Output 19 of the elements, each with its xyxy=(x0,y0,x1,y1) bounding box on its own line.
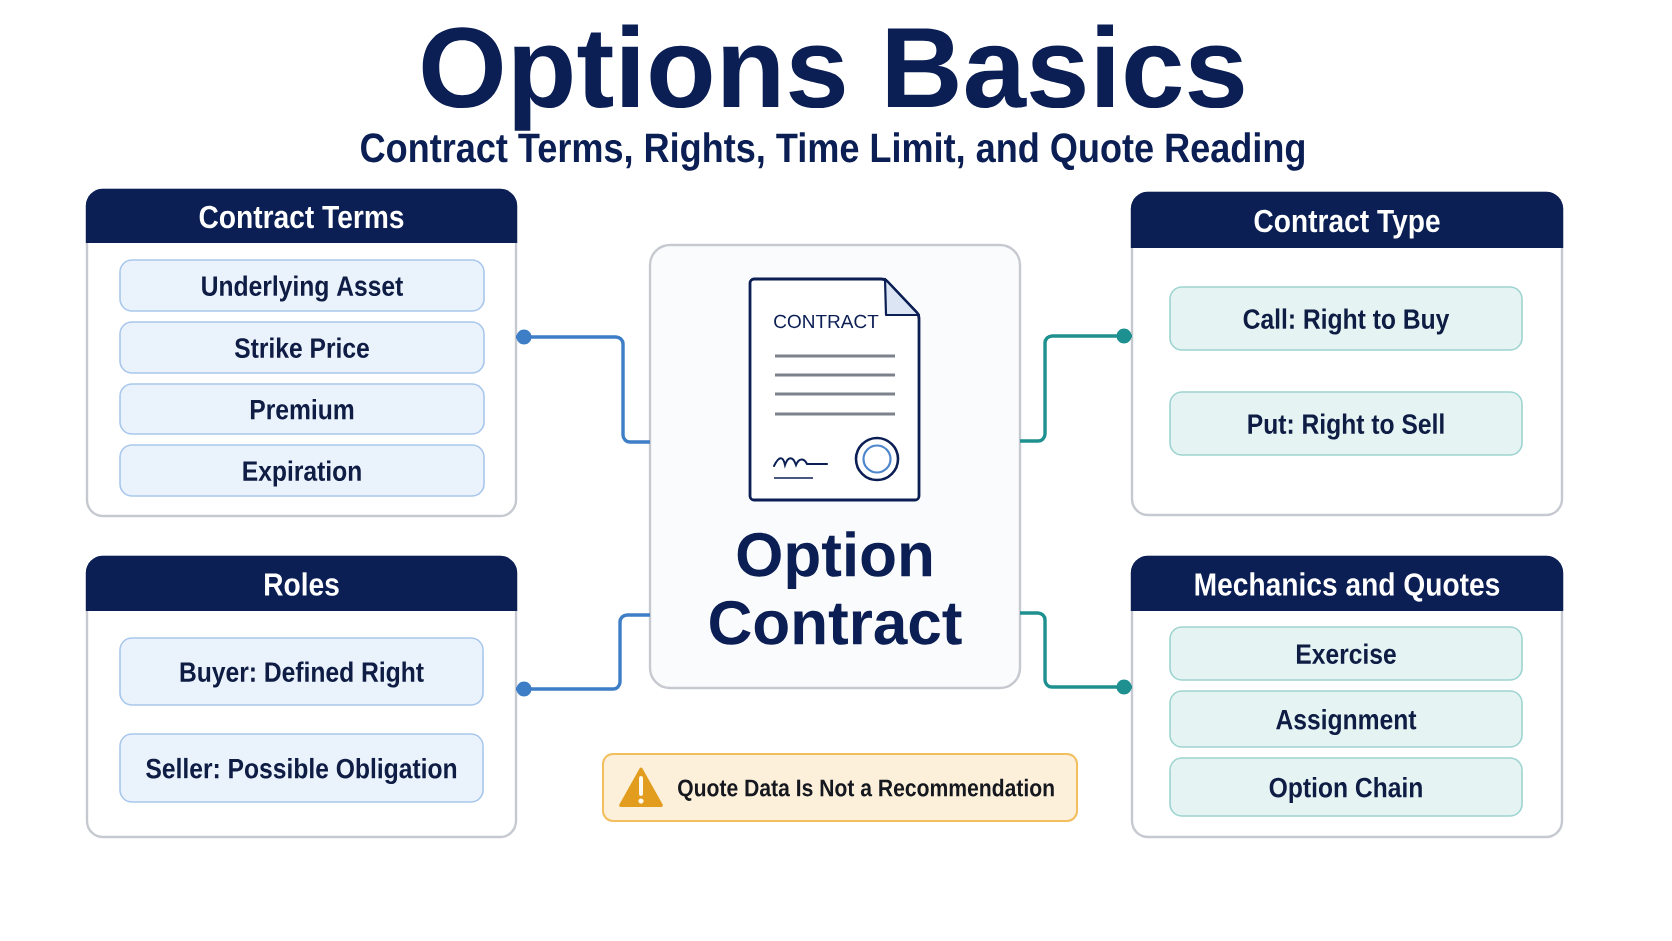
list-item-box: Seller: Possible Obligation xyxy=(119,733,484,803)
list-item-box: Buyer: Defined Right xyxy=(119,637,484,706)
list-item-box: Option Chain xyxy=(1169,757,1523,817)
list-item-box: Assignment xyxy=(1169,690,1523,748)
list-item-box: Expiration xyxy=(119,444,485,497)
panel-header: Contract Terms xyxy=(85,188,518,243)
list-item-box: Call: Right to Buy xyxy=(1169,286,1523,351)
panel-header: Roles xyxy=(85,555,518,611)
list-item-box: Exercise xyxy=(1169,626,1523,681)
list-item-box: Strike Price xyxy=(119,321,485,374)
panel-header: Contract Type xyxy=(1130,191,1564,248)
subtitle: Contract Terms, Rights, Time Limit, and Quote Reading xyxy=(361,132,1304,171)
connector-line xyxy=(516,613,650,697)
title: Options Basics xyxy=(422,24,1244,131)
list-item-box: Put: Right to Sell xyxy=(1169,391,1523,456)
list-item-box: Premium xyxy=(119,383,485,435)
panel-header: Mechanics and Quotes xyxy=(1130,555,1564,611)
warning-box: Quote Data Is Not a Recommendation xyxy=(602,753,1078,822)
list-item-box: Underlying Asset xyxy=(119,259,485,312)
